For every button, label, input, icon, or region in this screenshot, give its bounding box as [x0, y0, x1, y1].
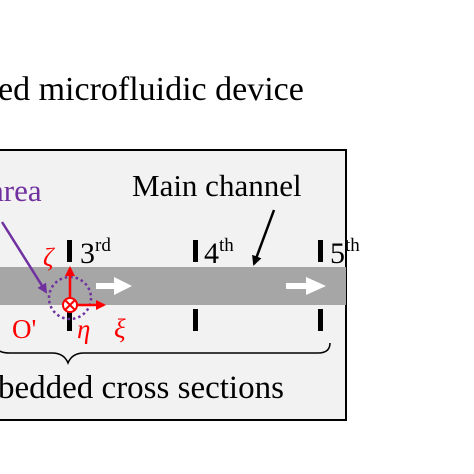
flow-arrow-left [96, 277, 132, 295]
area-label: area [0, 173, 42, 208]
cross-sections-label: bedded cross sections [0, 370, 284, 406]
eta-label: η [77, 314, 90, 344]
area-pointer [0, 221, 48, 294]
section-3-label: 3rd [80, 235, 111, 270]
cross-section-4-top [193, 240, 198, 262]
zeta-label: ζ [43, 243, 55, 272]
eta-axis-into-page-icon [62, 297, 78, 313]
section-4-label: 4th [204, 235, 234, 270]
measurement-area-circle [47, 275, 93, 321]
main-channel-label: Main channel [132, 168, 302, 203]
cross-sections-brace [0, 342, 331, 366]
xi-label: ξ [114, 314, 126, 344]
flow-arrow-right [286, 277, 326, 295]
main-channel-pointer [252, 209, 276, 266]
origin-label: O' [12, 314, 36, 344]
cross-section-5-top [318, 240, 323, 262]
cross-section-4-bottom [193, 309, 198, 331]
figure-caption: ed microfluidic device [0, 71, 304, 108]
cross-section-5-bottom [318, 309, 323, 331]
section-5-label: 5th [330, 235, 360, 270]
cross-section-3-top [67, 240, 72, 262]
